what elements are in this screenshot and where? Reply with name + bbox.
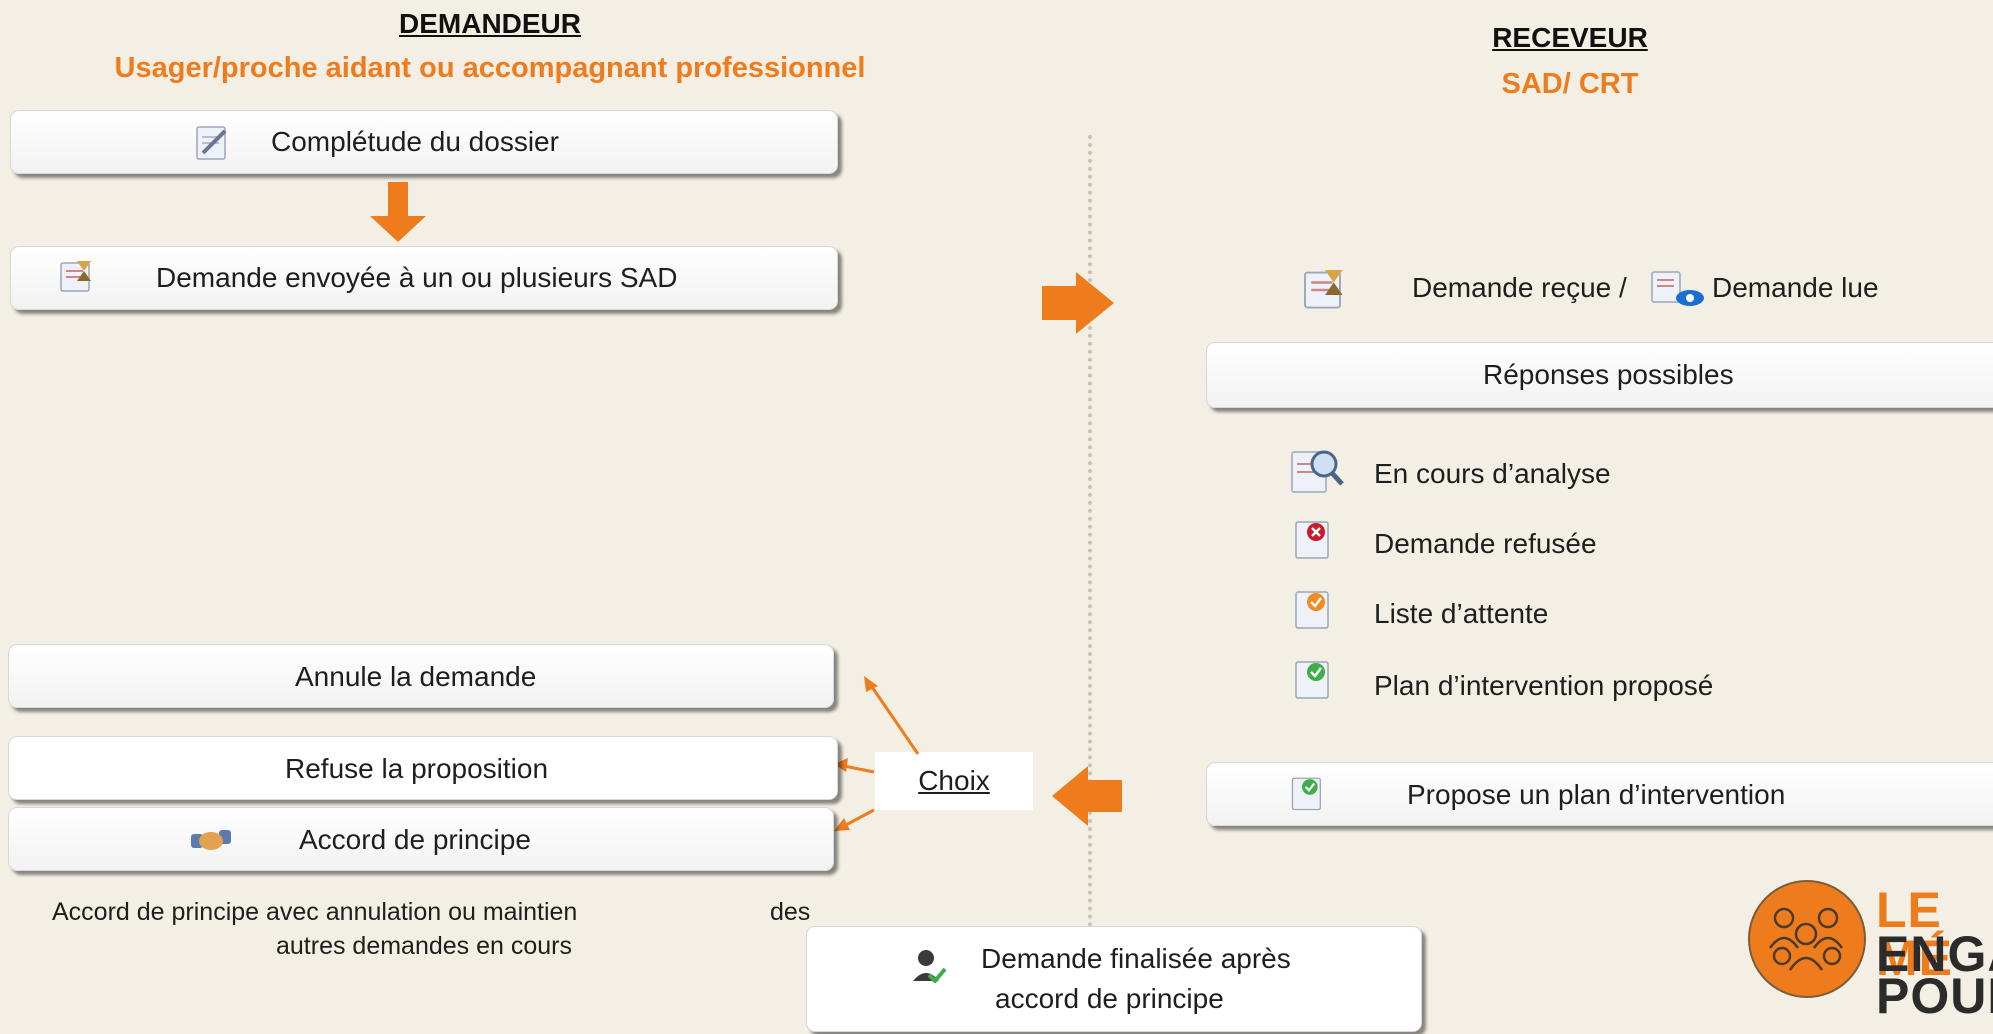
receveur-subheading: SAD/ CRT bbox=[1501, 68, 1639, 100]
note-line2: autres demandes en cours bbox=[276, 932, 573, 960]
refuse-label: Refuse la proposition bbox=[285, 753, 549, 784]
final-line2: accord de principe bbox=[995, 983, 1224, 1014]
reponses-possibles-label: Réponses possibles bbox=[1483, 359, 1734, 390]
demande-recue-label: Demande reçue / bbox=[1412, 272, 1627, 303]
down-arrow bbox=[370, 182, 426, 242]
demande-envoyee-label: Demande envoyée à un ou plusieurs SAD bbox=[156, 262, 678, 293]
demande-envoyee-box: Demande envoyée à un ou plusieurs SAD bbox=[10, 246, 838, 310]
demande-lue-label: Demande lue bbox=[1712, 272, 1879, 303]
note-des: des bbox=[770, 898, 811, 926]
choice-arrows bbox=[834, 676, 920, 831]
completude-label: Complétude du dossier bbox=[271, 126, 559, 157]
logo-emblem bbox=[1748, 880, 1866, 998]
accord-label: Accord de principe bbox=[299, 824, 531, 855]
hourglass-document-icon bbox=[1304, 270, 1343, 309]
demandeur-heading: DEMANDEUR bbox=[399, 8, 581, 39]
propose-plan-label: Propose un plan d’intervention bbox=[1407, 779, 1786, 810]
note-line1: Accord de principe avec annulation ou ma… bbox=[52, 898, 578, 926]
logo-line2: ENGA bbox=[1876, 926, 1993, 982]
green-check-document-icon bbox=[1295, 661, 1329, 699]
accord-box: Accord de principe bbox=[8, 807, 834, 871]
hourglass-document-icon bbox=[60, 261, 91, 292]
final-box: Demande finalisée après accord de princi… bbox=[806, 926, 1422, 1032]
left-arrow-to-choice bbox=[1052, 766, 1122, 826]
eye-document-icon bbox=[1651, 271, 1704, 306]
choice-label: Choix bbox=[875, 752, 1033, 810]
final-line1: Demande finalisée après bbox=[981, 943, 1291, 974]
reponses-possibles-box: Réponses possibles bbox=[1206, 342, 1993, 408]
logo-line1: LE MÉ bbox=[1876, 882, 1953, 986]
green-check-document-icon bbox=[1291, 777, 1321, 811]
demandeur-subheading: Usager/proche aidant ou accompagnant pro… bbox=[114, 52, 866, 84]
propose-plan-box: Propose un plan d’intervention bbox=[1206, 762, 1993, 826]
red-x-document-icon bbox=[1295, 521, 1329, 559]
response-refused-label: Demande refusée bbox=[1374, 528, 1597, 559]
completude-box: Complétude du dossier bbox=[10, 110, 838, 174]
annule-label: Annule la demande bbox=[295, 661, 537, 692]
response-waiting-label: Liste d’attente bbox=[1374, 598, 1549, 629]
response-plan-label: Plan d’intervention proposé bbox=[1374, 670, 1714, 701]
response-analysis-label: En cours d’analyse bbox=[1374, 458, 1611, 489]
receveur-heading: RECEVEUR bbox=[1492, 22, 1648, 53]
user-check-icon bbox=[913, 950, 947, 983]
logo-line3: POUR bbox=[1876, 968, 1993, 1024]
edit-document-icon bbox=[196, 126, 227, 160]
handshake-icon bbox=[191, 830, 231, 850]
magnifier-document-icon bbox=[1291, 450, 1344, 493]
right-arrow-to-receiver bbox=[1042, 272, 1114, 334]
vertical-divider bbox=[1088, 135, 1092, 1015]
orange-check-document-icon bbox=[1295, 591, 1329, 629]
annule-box: Annule la demande bbox=[8, 644, 834, 708]
refuse-box: Refuse la proposition bbox=[8, 736, 838, 800]
